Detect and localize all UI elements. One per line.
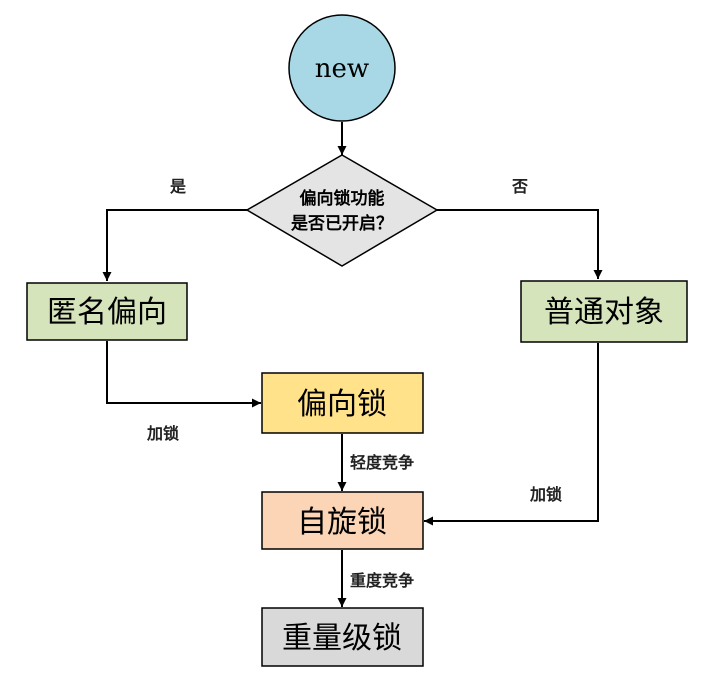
decision-label-line1: 偏向锁功能	[300, 188, 385, 209]
heavyweight-lock-node: 重量级锁	[261, 607, 424, 667]
anonymous-biased-node: 匿名偏向	[26, 282, 188, 341]
edge-label-lock-left: 加锁	[146, 424, 179, 443]
anonymous-biased-label: 匿名偏向	[47, 295, 167, 330]
edge-plain-to-spin	[424, 343, 599, 526]
spin-lock-node: 自旋锁	[261, 491, 424, 550]
edge-decision-to-anonymous	[102, 209, 247, 281]
start-circle	[288, 14, 396, 122]
start-label: new	[315, 54, 369, 84]
start-node: new	[288, 14, 396, 122]
decision-node: 偏向锁功能 是否已开启？	[245, 154, 439, 267]
biased-lock-box	[261, 372, 424, 434]
edge-label-no: 否	[511, 177, 528, 196]
biased-lock-label: 偏向锁	[297, 387, 387, 422]
plain-object-box	[520, 280, 688, 343]
biased-lock-node: 偏向锁	[261, 372, 424, 434]
spin-lock-box	[261, 491, 424, 550]
edge-anonymous-to-biased	[106, 341, 261, 408]
spin-lock-label: 自旋锁	[297, 505, 387, 540]
heavyweight-lock-box	[261, 607, 424, 667]
anonymous-biased-box	[26, 282, 188, 341]
edge-label-heavy-contention: 重度竞争	[350, 571, 414, 590]
edge-decision-to-plain	[437, 209, 603, 279]
heavyweight-lock-label: 重量级锁	[282, 621, 402, 656]
decision-label-line2: 是否已开启？	[291, 213, 393, 234]
edge-label-yes: 是	[169, 177, 186, 196]
plain-object-label: 普通对象	[544, 295, 664, 330]
plain-object-node: 普通对象	[520, 280, 688, 343]
edge-label-light-contention: 轻度竞争	[350, 453, 414, 472]
edge-label-lock-right: 加锁	[529, 485, 562, 504]
decision-diamond	[245, 154, 439, 267]
